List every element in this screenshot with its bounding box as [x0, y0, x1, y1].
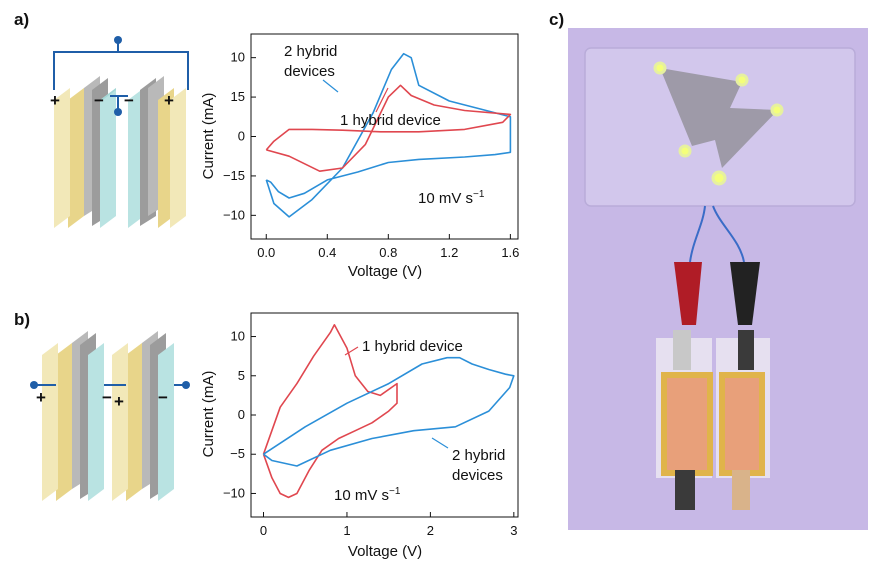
schematic-a: + − − +: [50, 36, 189, 228]
chart-a-ylabel: Current (mA): [200, 93, 217, 180]
chart-a-xlabel: Voltage (V): [348, 263, 422, 280]
sign-a-3: +: [164, 91, 174, 110]
panel-label-b: b): [14, 310, 31, 329]
chart-b-arrow-blue: [431, 437, 449, 449]
chart-a-ytick-label: 15: [231, 89, 245, 104]
chart-b-label-2-hybrid-devices: devices: [452, 467, 503, 484]
chart-b-label-1-hybrid: 1 hybrid device: [362, 338, 463, 355]
chart-b-ytick-label: −5: [230, 446, 245, 461]
electrode-top-1: [673, 330, 691, 370]
sign-a-1: −: [94, 91, 104, 110]
electrode-2: [732, 470, 750, 510]
terminal-dot-mid-a: [114, 108, 122, 116]
chart-a-ytick-label: 0: [238, 129, 245, 144]
triangle-pattern: [660, 68, 778, 168]
wire-black: [712, 205, 745, 263]
sign-b-1: −: [102, 388, 112, 407]
chart-b-ytick-label: 5: [238, 368, 245, 383]
device-1-photo: [661, 372, 713, 476]
led-4: [678, 144, 692, 158]
chart-b-series-blue: [263, 356, 515, 467]
chart-a-arrow-red: [375, 87, 389, 113]
panel-label-a: a): [14, 10, 30, 29]
device-1-b: [42, 331, 104, 501]
chart-a-arrow-blue: [322, 79, 339, 93]
sign-b-2: +: [114, 392, 124, 411]
wire-red: [689, 205, 706, 263]
panel-label-c: c): [549, 10, 565, 29]
chart-a-xtick-label: 0.0: [257, 245, 275, 260]
terminal-dot-right-b: [182, 381, 190, 389]
chart-a-xtick-label: 0.8: [379, 245, 397, 260]
chart-a-xtick-label: 1.6: [501, 245, 519, 260]
chart-a-scan-rate: 10 mV s−1: [418, 189, 485, 207]
led-3: [770, 103, 784, 117]
chart-b-ytick-label: 10: [231, 329, 245, 344]
electrode-1: [675, 470, 695, 510]
chart-b-arrow-red: [344, 346, 359, 356]
chart-b-scan-rate: 10 mV s−1: [334, 486, 401, 504]
chart-b-ytick-label: 0: [238, 407, 245, 422]
chart-a-xtick-label: 0.4: [318, 245, 336, 260]
chart-b-label-2-hybrid: 2 hybrid: [452, 447, 505, 464]
chart-b-xtick-label: 2: [427, 523, 434, 538]
chart-b-series-red: [262, 324, 398, 499]
sign-b-3: −: [158, 388, 168, 407]
terminal-dot-top-a: [114, 36, 122, 44]
device-2-a: [128, 76, 186, 228]
sign-b-0: +: [36, 388, 46, 407]
chart-a-series-red: [265, 84, 512, 172]
led-2: [735, 73, 749, 87]
sign-a-0: +: [50, 91, 60, 110]
chart-a-label-2-hybrid: 2 hybrid: [284, 43, 337, 60]
device-2-b: [112, 331, 174, 501]
chart-b-ylabel: Current (mA): [200, 371, 217, 458]
clip-black: [730, 262, 760, 325]
chart-b-xtick-label: 0: [260, 523, 267, 538]
led-1: [653, 61, 667, 75]
chart-a-label-1-hybrid: 1 hybrid device: [340, 112, 441, 129]
chart-a-label-2-hybrid-devices: devices: [284, 63, 335, 80]
terminal-dot-left-b: [30, 381, 38, 389]
sign-a-2: −: [124, 91, 134, 110]
device-1-a: [54, 76, 116, 228]
chart-b-ytick-label: −10: [223, 485, 245, 500]
chart-a-ytick-label: −10: [223, 207, 245, 222]
electrode-top-2: [738, 330, 754, 370]
led-5: [711, 170, 727, 186]
clip-red: [674, 262, 702, 325]
chart-b-xtick-label: 3: [510, 523, 517, 538]
device-2-photo: [719, 372, 765, 476]
schematic-b: + − + −: [30, 331, 190, 501]
chart-a-ytick-label: 10: [231, 50, 245, 65]
chart-a-ytick-label: −15: [223, 168, 245, 183]
chart-b-xtick-label: 1: [343, 523, 350, 538]
chart-a-xtick-label: 1.2: [440, 245, 458, 260]
chart-b-xlabel: Voltage (V): [348, 543, 422, 560]
